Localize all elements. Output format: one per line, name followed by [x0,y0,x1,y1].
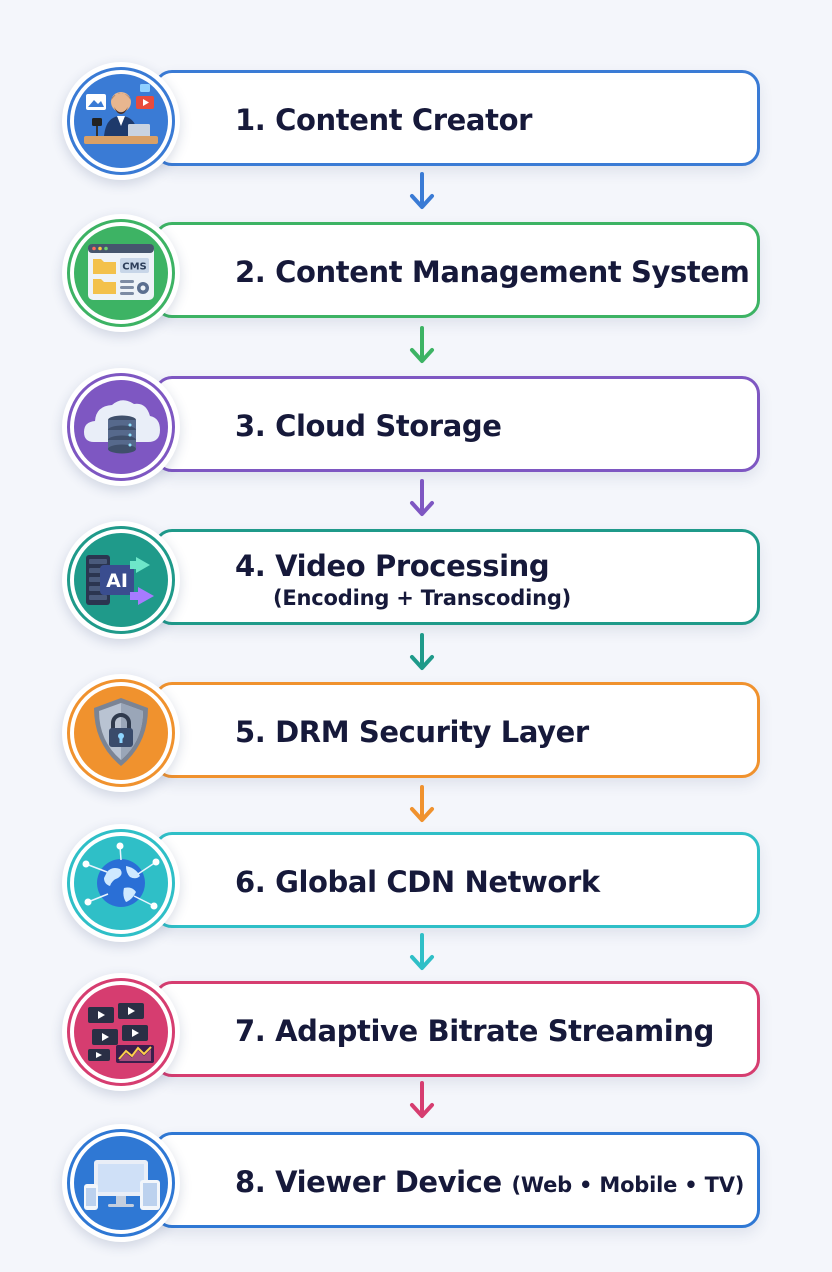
step-card [154,376,760,472]
step-drm-security-layer: 5. DRM Security Layer [62,674,768,792]
step-cloud-storage: 3. Cloud Storage [62,368,768,486]
step-content-creator: 1. Content Creator [62,62,768,180]
step-card [154,682,760,778]
content-creator-icon [62,62,180,180]
cloud-storage-icon [62,368,180,486]
step-title: 7. Adaptive Bitrate Streaming [235,1014,714,1049]
devices-icon [62,1124,180,1242]
step-video-processing: 4. Video Processing (Encoding + Transcod… [62,521,768,639]
step-card [154,1132,760,1228]
shield-lock-icon [62,674,180,792]
step-card [154,70,760,166]
arrow-down-icon [410,785,434,822]
step-title-main: 8. Viewer Device [235,1165,502,1200]
step-card [154,832,760,928]
step-global-cdn-network: 6. Global CDN Network [62,824,768,942]
step-title: 1. Content Creator [235,103,532,138]
step-title: 6. Global CDN Network [235,865,600,900]
step-viewer-device: 8. Viewer Device (Web • Mobile • TV) [62,1124,768,1242]
cms-icon: CMS [62,214,180,332]
arrow-down-icon [410,326,434,363]
step-adaptive-bitrate-streaming: 7. Adaptive Bitrate Streaming [62,973,768,1091]
globe-network-icon [62,824,180,942]
arrow-down-icon [410,933,434,970]
step-title: 3. Cloud Storage [235,409,502,444]
step-title: 8. Viewer Device (Web • Mobile • TV) [235,1166,755,1199]
arrow-down-icon [410,172,434,209]
arrow-down-icon [410,1081,434,1118]
step-title-note: (Web • Mobile • TV) [511,1173,745,1198]
ai-processing-icon: AI [62,521,180,639]
streaming-icon [62,973,180,1091]
step-card [154,981,760,1077]
step-title: 4. Video Processing [235,549,550,584]
svg-text:CMS: CMS [122,262,147,273]
arrow-down-icon [410,479,434,516]
arrow-down-icon [410,633,434,670]
svg-text:AI: AI [106,570,128,592]
step-subtitle: (Encoding + Transcoding) [273,585,572,610]
step-card [154,222,760,318]
step-title: 2. Content Management System [235,255,750,290]
step-title: 5. DRM Security Layer [235,715,589,750]
step-card [154,529,760,625]
step-content-management-system: 2. Content Management System CMS [62,214,768,332]
